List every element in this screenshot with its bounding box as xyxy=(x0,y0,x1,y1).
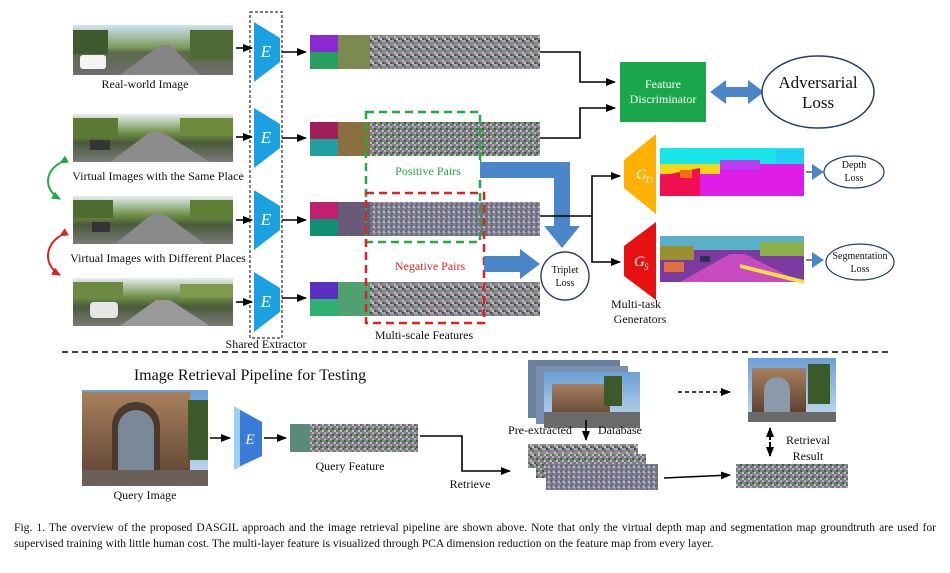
svg-text:E: E xyxy=(260,42,272,61)
svg-text:Segmentation: Segmentation xyxy=(833,251,888,262)
svg-text:D: D xyxy=(645,175,653,185)
svg-text:Loss: Loss xyxy=(851,264,870,275)
query-image xyxy=(82,390,208,486)
segmentation-loss xyxy=(825,243,895,281)
svg-text:Adversarial: Adversarial xyxy=(778,73,858,92)
segmentation-map xyxy=(660,236,804,284)
shared-extractor-label: Shared Extractor xyxy=(226,337,307,351)
feature-strip-2 xyxy=(310,122,540,156)
negative-to-triplet-arrow xyxy=(484,249,540,279)
multitask-label-1: Multi-task xyxy=(611,297,661,311)
triplet-loss xyxy=(540,251,590,301)
retrieval-result-label-1: Retrieval xyxy=(786,433,831,447)
retrieved-feature xyxy=(736,464,848,488)
encoder-4: E xyxy=(254,272,280,332)
feature-strip-3 xyxy=(310,202,540,236)
database-features xyxy=(528,444,658,490)
pipeline-title: Image Retrieval Pipeline for Testing xyxy=(134,367,366,384)
virtual-image-2 xyxy=(73,196,233,244)
encoder-2: E xyxy=(254,108,280,168)
svg-text:Loss: Loss xyxy=(802,93,834,112)
same-place-label: Virtual Images with the Same Place xyxy=(72,169,244,183)
depth-arrow xyxy=(812,164,824,180)
feature-discriminator-label-1: Feature xyxy=(645,77,681,91)
adversarial-double-arrow xyxy=(710,80,764,104)
encoder-1: E xyxy=(254,22,280,82)
svg-text:G: G xyxy=(636,167,647,183)
virtual-image-3 xyxy=(73,278,233,326)
segmentation-generator: G S xyxy=(624,222,656,300)
real-world-image-label: Real-world Image xyxy=(102,77,189,91)
svg-text:Depth: Depth xyxy=(842,160,866,171)
negative-pairs-label: Negative Pairs xyxy=(395,259,466,273)
real-world-image xyxy=(73,25,233,75)
depth-loss xyxy=(823,155,885,189)
database-images xyxy=(528,360,640,428)
figure-caption: Fig. 1. The overview of the proposed DAS… xyxy=(14,521,936,550)
shared-extractor-box xyxy=(249,11,283,339)
svg-text:Triplet: Triplet xyxy=(552,265,579,276)
svg-text:E: E xyxy=(260,210,272,229)
query-image-label: Query Image xyxy=(114,488,177,502)
virtual-image-1 xyxy=(73,114,233,162)
svg-text:E: E xyxy=(260,292,272,311)
query-encoder: E xyxy=(234,406,262,470)
feature-strip-1 xyxy=(310,35,540,69)
multi-scale-features-label: Multi-scale Features xyxy=(375,328,474,342)
svg-text:G: G xyxy=(634,254,645,270)
same-place-arrow xyxy=(47,155,69,200)
retrieval-result-label-2: Result xyxy=(793,449,824,463)
positive-pairs-box xyxy=(364,110,482,244)
multitask-label-2: Generators xyxy=(614,312,667,326)
pre-extracted-label: Pre-extracted xyxy=(508,423,572,437)
positive-pairs-label: Positive Pairs xyxy=(395,164,461,178)
feature-strip-4 xyxy=(310,282,540,316)
different-places-arrow xyxy=(47,228,69,276)
feature-discriminator xyxy=(620,62,706,122)
svg-text:Loss: Loss xyxy=(556,278,575,289)
retrieve-label: Retrieve xyxy=(450,477,491,491)
adversarial-loss xyxy=(761,55,875,129)
svg-text:S: S xyxy=(644,262,649,272)
svg-text:Loss: Loss xyxy=(845,173,864,184)
svg-text:E: E xyxy=(244,432,254,448)
feature-discriminator-label-2: Discriminator xyxy=(630,92,697,106)
encoder-3: E xyxy=(254,190,280,250)
query-feature-label: Query Feature xyxy=(316,459,385,473)
positive-to-triplet-arrow xyxy=(480,162,580,248)
database-label: Database xyxy=(598,423,642,437)
depth-map xyxy=(660,148,804,196)
segmentation-arrow xyxy=(812,252,824,268)
depth-generator: G D xyxy=(624,134,656,214)
retrieval-result-image xyxy=(748,358,836,422)
different-places-label: Virtual Images with Different Places xyxy=(70,251,246,265)
query-feature xyxy=(290,424,418,452)
svg-text:E: E xyxy=(260,128,272,147)
